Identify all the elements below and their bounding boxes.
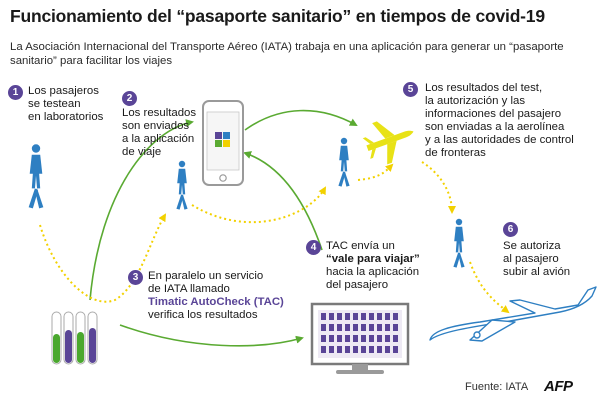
arrow-tubes-to-screen [119, 324, 304, 347]
step-1-badge: 1 [8, 85, 23, 100]
airline-plane-icon [362, 121, 414, 165]
step-5-text: Los resultados del test, la autorización… [425, 82, 574, 159]
step-2-text: Los resultados son enviados a la aplicac… [122, 107, 197, 158]
step-3-text: En paralelo un servicio de IATA llamado … [148, 270, 284, 321]
step-4-badge: 4 [306, 240, 321, 255]
computer-monitor-icon [310, 302, 410, 374]
step-1-text: Los pasajeros se testean en laboratorios [28, 85, 104, 123]
smartphone-icon [202, 100, 244, 186]
tac-service-name: Timatic AutoCheck (TAC) [148, 296, 284, 308]
step-4-text: TAC envía un “vale para viajar” hacia la… [326, 240, 420, 291]
arrow-screen-to-phone [243, 151, 323, 251]
passenger-icon-4 [453, 218, 465, 268]
step-3-badge: 3 [128, 270, 143, 285]
travel-voucher-label: “vale para viajar” [326, 253, 420, 265]
test-tubes-icon [51, 311, 98, 365]
passenger-path-2 [191, 186, 326, 224]
step-6-text: Se autoriza al pasajero subir al avión [503, 240, 571, 278]
passenger-path-1 [39, 213, 167, 303]
step-5-badge: 5 [403, 82, 418, 97]
passenger-path-4 [421, 161, 456, 214]
source-credit: Fuente: IATA [465, 381, 529, 393]
afp-logo: AFP [544, 378, 573, 395]
arrow-phone-to-plane [244, 109, 358, 131]
arrow-tubes-to-phone [89, 119, 194, 301]
page-subtitle: La Asociación Internacional del Transpor… [10, 41, 564, 67]
passenger-icon-3 [338, 137, 350, 187]
step-6-badge: 6 [503, 222, 518, 237]
page-title: Funcionamiento del “pasaporte sanitario”… [10, 6, 545, 26]
step-2-badge: 2 [122, 91, 137, 106]
airliner-icon [429, 286, 597, 342]
passenger-icon-1 [28, 144, 44, 209]
passenger-path-5 [469, 261, 510, 314]
passenger-icon-2 [176, 160, 188, 210]
passenger-path-3 [357, 163, 394, 181]
